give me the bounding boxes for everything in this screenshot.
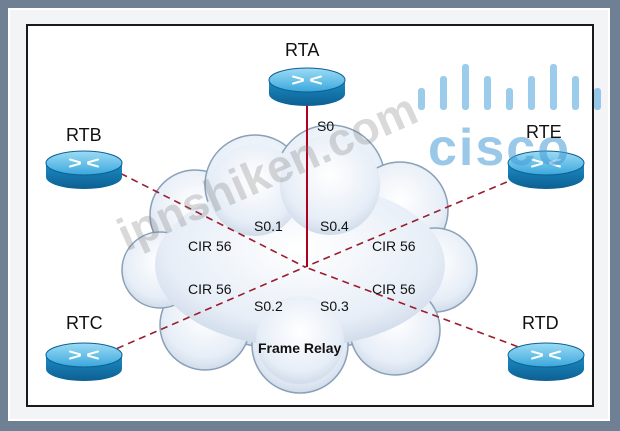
router-icon-rtd [507, 342, 585, 381]
cir-label-rtc: CIR 56 [188, 281, 232, 297]
cir-label-rtb: CIR 56 [188, 238, 232, 254]
pvc-rtd [304, 266, 541, 356]
router-label-rta: RTA [285, 40, 320, 60]
cir-label-rte: CIR 56 [372, 238, 416, 254]
pvc-rte [304, 167, 541, 268]
frame-relay-label: Frame Relay [258, 340, 342, 356]
router-icon-rte [507, 150, 585, 189]
router-label-rtc: RTC [66, 313, 103, 333]
pvc-rtc [94, 266, 306, 359]
interface-label-s0-2: S0.2 [254, 298, 283, 314]
router-label-rte: RTE [526, 122, 562, 142]
interface-label-s0-1: S0.1 [254, 218, 283, 234]
router-icon-rta [268, 67, 346, 106]
router-label-rtd: RTD [522, 313, 559, 333]
interface-label-s0-4: S0.4 [320, 218, 349, 234]
interface-label-s0: S0 [317, 118, 335, 134]
router-icon-rtb [45, 150, 123, 189]
pvc-rtb [109, 167, 306, 268]
router-label-rtb: RTB [66, 125, 102, 145]
cisco-logo-text: cisco [428, 119, 571, 177]
cir-label-rtd: CIR 56 [372, 281, 416, 297]
pvc-links [94, 167, 541, 359]
cisco-logo [418, 64, 601, 110]
interface-label-s0-3: S0.3 [320, 298, 349, 314]
router-icon-rtc [45, 342, 123, 381]
